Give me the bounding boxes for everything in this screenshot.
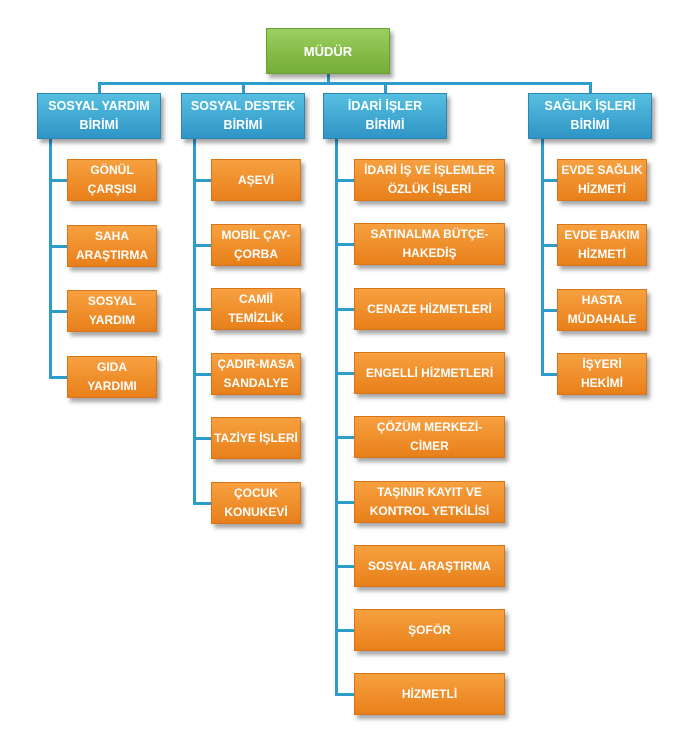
unit-spine-line-2: [335, 139, 338, 695]
child-connector-0-2: [49, 310, 67, 313]
item-node-2-8: HİZMETLİ: [354, 673, 505, 715]
unit-drop-line-3: [589, 82, 592, 93]
child-connector-3-1: [541, 244, 557, 247]
item-node-1-2: CAMİİ TEMİZLİK: [211, 288, 301, 330]
child-connector-2-4: [335, 436, 354, 439]
top-bus-line: [98, 82, 591, 85]
child-connector-3-3: [541, 373, 557, 376]
child-connector-2-5: [335, 501, 354, 504]
item-node-1-4: TAZİYE İŞLERİ: [211, 417, 301, 459]
child-connector-2-3: [335, 372, 354, 375]
unit-node-0: SOSYAL YARDIM BİRİMİ: [37, 93, 161, 139]
child-connector-2-7: [335, 629, 354, 632]
child-connector-2-8: [335, 693, 354, 696]
child-connector-1-0: [193, 179, 211, 182]
unit-drop-line-1: [242, 82, 245, 93]
item-node-3-2: HASTA MÜDAHALE: [557, 289, 647, 331]
unit-node-2: İDARİ İŞLER BİRİMİ: [323, 93, 447, 139]
item-node-1-0: AŞEVİ: [211, 159, 301, 201]
item-node-0-0: GÖNÜL ÇARŞISI: [67, 159, 157, 201]
child-connector-2-6: [335, 565, 354, 568]
item-node-1-5: ÇOCUK KONUKEVİ: [211, 482, 301, 524]
item-node-0-2: SOSYAL YARDIM: [67, 290, 157, 332]
item-node-3-1: EVDE BAKIM HİZMETİ: [557, 224, 647, 266]
unit-drop-line-0: [98, 82, 101, 93]
item-node-2-6: SOSYAL ARAŞTIRMA: [354, 545, 505, 587]
unit-drop-line-2: [384, 82, 387, 93]
unit-spine-line-0: [49, 139, 52, 377]
child-connector-2-2: [335, 308, 354, 311]
root-connector: [327, 74, 330, 84]
root-node-mudur: MÜDÜR: [266, 28, 390, 74]
child-connector-1-4: [193, 437, 211, 440]
unit-node-3: SAĞLIK İŞLERİ BİRİMİ: [528, 93, 652, 139]
item-node-3-3: İŞYERİ HEKİMİ: [557, 353, 647, 395]
child-connector-0-3: [49, 376, 67, 379]
item-node-1-3: ÇADIR-MASA SANDALYE: [211, 353, 301, 395]
item-node-2-3: ENGELLİ HİZMETLERİ: [354, 352, 505, 394]
item-node-2-4: ÇÖZÜM MERKEZİ- CİMER: [354, 416, 505, 458]
unit-node-1: SOSYAL DESTEK BİRİMİ: [181, 93, 305, 139]
unit-spine-line-3: [541, 139, 544, 375]
child-connector-3-0: [541, 179, 557, 182]
child-connector-2-1: [335, 243, 354, 246]
item-node-2-5: TAŞINIR KAYIT VE KONTROL YETKİLİSİ: [354, 481, 505, 523]
item-node-2-7: ŞOFÖR: [354, 609, 505, 651]
child-connector-1-1: [193, 244, 211, 247]
child-connector-0-1: [49, 245, 67, 248]
child-connector-0-0: [49, 179, 67, 182]
item-node-0-1: SAHA ARAŞTIRMA: [67, 225, 157, 267]
item-node-1-1: MOBİL ÇAY- ÇORBA: [211, 224, 301, 266]
item-node-2-2: CENAZE HİZMETLERİ: [354, 288, 505, 330]
child-connector-3-2: [541, 309, 557, 312]
item-node-3-0: EVDE SAĞLIK HİZMETİ: [557, 159, 647, 201]
item-node-2-1: SATINALMA BÜTÇE- HAKEDİŞ: [354, 223, 505, 265]
child-connector-1-2: [193, 308, 211, 311]
item-node-2-0: İDARİ İŞ VE İŞLEMLER ÖZLÜK İŞLERİ: [354, 159, 505, 201]
child-connector-1-3: [193, 373, 211, 376]
unit-spine-line-1: [193, 139, 196, 503]
item-node-0-3: GIDA YARDIMI: [67, 356, 157, 398]
child-connector-2-0: [335, 179, 354, 182]
child-connector-1-5: [193, 502, 211, 505]
